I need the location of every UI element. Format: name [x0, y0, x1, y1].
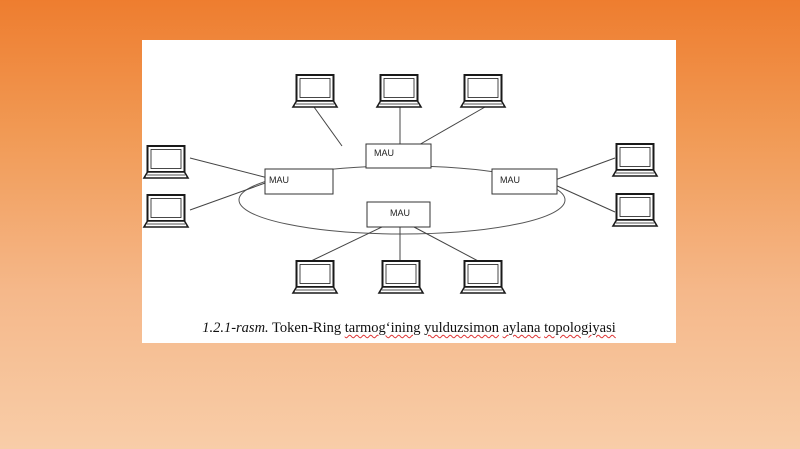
caption-word: aylana: [502, 320, 541, 336]
figure-caption: 1.2.1-rasm. Token-Ring tarmog‘ining yuld…: [142, 320, 676, 337]
mau-hub-top: MAU: [365, 143, 432, 169]
slide-frame: MAU MAU MAU MAU: [142, 40, 676, 343]
mau-hub-left: MAU: [264, 168, 334, 195]
laptop-icon: [292, 260, 338, 294]
mau-hub-bottom-label: MAU: [390, 208, 410, 218]
token-ring-diagram: MAU MAU MAU MAU: [143, 74, 658, 294]
laptop-icon: [378, 260, 424, 294]
caption-word: topologiyasi: [544, 320, 616, 336]
mau-hub-top-label: MAU: [374, 148, 394, 158]
caption-number: 1.2.1-rasm.: [202, 320, 269, 336]
laptop-icon: [612, 193, 658, 227]
laptop-icon: [143, 194, 189, 228]
links: [189, 106, 616, 263]
laptop-icon: [460, 260, 506, 294]
laptop-icon: [460, 74, 506, 108]
mau-hub-right-label: MAU: [500, 175, 520, 185]
laptop-icon: [143, 145, 189, 179]
mau-hub-right: MAU: [491, 168, 558, 195]
laptop-icon: [292, 74, 338, 108]
caption-text: Token-Ring: [272, 320, 342, 336]
caption-word: yulduzsimon: [424, 320, 499, 336]
laptop-icon: [376, 74, 422, 108]
caption-word: tarmog‘ining: [344, 320, 421, 336]
mau-hub-left-label: MAU: [269, 175, 289, 185]
laptop-icon: [612, 143, 658, 177]
mau-hub-bottom: MAU: [366, 201, 431, 228]
